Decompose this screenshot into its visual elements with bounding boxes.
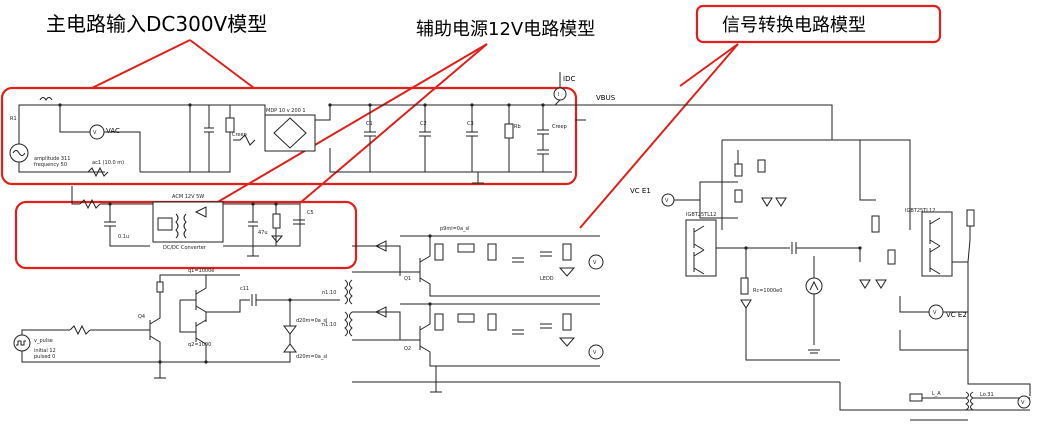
svg-text:C5: C5	[307, 210, 314, 216]
svg-text:Creep: Creep	[552, 124, 567, 130]
svg-text:p9ml=0a_sl: p9ml=0a_sl	[440, 226, 470, 232]
svg-text:Rb: Rb	[514, 124, 521, 130]
svg-text:C1: C1	[366, 121, 373, 127]
svg-text:frequency 50: frequency 50	[34, 162, 67, 168]
output-transformer: V L_A Lo.31	[909, 383, 1031, 421]
junctions	[58, 103, 862, 364]
svg-text:d20m=0a_sl: d20m=0a_sl	[296, 354, 327, 360]
svg-text:Q2: Q2	[404, 346, 411, 352]
vbus-label: VBUS	[596, 94, 616, 102]
svg-text:V: V	[593, 350, 597, 356]
svg-text:initial 12: initial 12	[34, 348, 56, 354]
svg-text:V: V	[1021, 400, 1025, 406]
svg-text:q1=1000e: q1=1000e	[188, 268, 214, 274]
svg-text:MDP 10 v 200 1: MDP 10 v 200 1	[266, 108, 306, 114]
svg-text:IGBT25TL12: IGBT25TL12	[905, 208, 935, 214]
svg-text:ACM 12V 5W: ACM 12V 5W	[172, 194, 204, 200]
svg-text:amplitude 311: amplitude 311	[34, 156, 70, 162]
svg-text:Lo.31: Lo.31	[980, 392, 994, 398]
svg-text:I: I	[558, 92, 559, 98]
svg-text:n1:10: n1:10	[322, 290, 336, 296]
driver-stage: v_pulse initial 12 pulsed 0 Q4 q1=1000e …	[13, 268, 340, 379]
dcdc-label: DC/DC Converter	[163, 245, 207, 251]
svg-text:V: V	[665, 198, 669, 204]
idc-label: IDC	[563, 75, 575, 83]
svg-text:pulsed 0: pulsed 0	[34, 354, 55, 360]
gate-channel-lower: V Q2	[352, 303, 840, 393]
svg-text:L_A: L_A	[932, 391, 941, 397]
svg-text:0.1u: 0.1u	[118, 234, 129, 240]
svg-text:Creep: Creep	[232, 132, 247, 138]
svg-text:Q4: Q4	[138, 314, 145, 320]
svg-text:R1: R1	[10, 116, 17, 122]
vce1-label: VC E1	[630, 187, 651, 195]
svg-text:q2=1000: q2=1000	[188, 342, 211, 348]
svg-text:V: V	[593, 260, 597, 266]
title-aux-power: 辅助电源12V电路模型	[416, 19, 595, 40]
aux-power-circuit: 0.1u DC/DC Converter ACM 12V 5W 47u C5	[71, 186, 314, 257]
callout-pointers	[91, 39, 739, 229]
bus-capacitors: C1 C2 C3 Rb Creep	[364, 105, 567, 172]
main-circuit: R1 amplitude 311 frequency 50 V VAC ac1 …	[9, 72, 833, 184]
svg-text:v_pulse: v_pulse	[34, 338, 53, 344]
svg-text:C3: C3	[467, 121, 474, 127]
svg-text:LEDD: LEDD	[540, 276, 554, 282]
svg-text:47u: 47u	[258, 230, 268, 236]
gate-channel-upper: V p9ml=0a_sl Q1 LEDD	[352, 226, 604, 297]
svg-text:IGBT25TL12: IGBT25TL12	[686, 212, 716, 218]
signal-title-box: 信号转换电路模型	[695, 4, 942, 44]
svg-text:Rc=1000e0: Rc=1000e0	[753, 288, 782, 294]
vac-label: VAC	[106, 127, 120, 135]
svg-text:c11: c11	[240, 286, 249, 292]
main-circuit-box	[0, 86, 578, 186]
title-main-circuit: 主电路输入DC300V模型	[46, 12, 267, 36]
vce2-label: VC E2	[946, 311, 967, 319]
svg-text:V: V	[933, 310, 937, 316]
igbt-section: V VC E1 IGBT25TL12 Rc=1000e0 IGBT25TL12	[630, 139, 1030, 411]
svg-text:ac1 (10.0 m): ac1 (10.0 m)	[92, 160, 124, 166]
svg-text:V: V	[93, 130, 97, 136]
title-signal-conv: 信号转换电路模型	[722, 15, 866, 36]
svg-text:C2: C2	[420, 121, 427, 127]
svg-text:Q1: Q1	[404, 276, 411, 282]
svg-text:n1:10: n1:10	[322, 322, 336, 328]
svg-text:d20m=0a_sl: d20m=0a_sl	[296, 318, 327, 324]
pulse-transformers: n1:10 n1:10	[322, 279, 353, 337]
